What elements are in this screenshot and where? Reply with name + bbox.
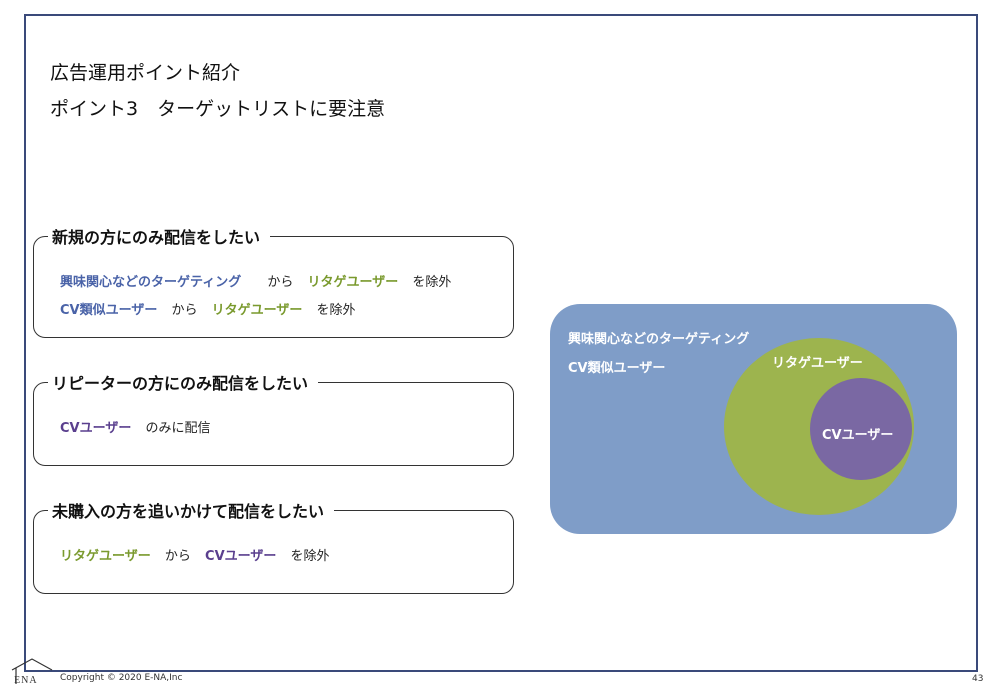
segment-cv: CVユーザー [205, 549, 277, 564]
case-box-new-customers: 新規の方にのみ配信をしたい 興味関心などのターゲティング から リタゲユーザー … [33, 224, 514, 338]
logo-text: ENA [14, 675, 38, 686]
action-text: を除外 [290, 549, 330, 564]
segment-retarget: リタゲユーザー [211, 303, 303, 318]
page-number: 43 [972, 674, 984, 684]
case-box-repeaters: リピーターの方にのみ配信をしたい CVユーザー のみに配信 [33, 370, 514, 466]
case-heading: リピーターの方にのみ配信をしたい [48, 370, 319, 394]
connector-text: から [171, 303, 198, 318]
copyright-text: Copyright © 2020 E-NA,Inc [60, 673, 183, 683]
venn-retarget-label: リタゲユーザー [772, 356, 863, 371]
action-text: のみに配信 [145, 421, 211, 436]
case-box-non-purchasers: 未購入の方を追いかけて配信をしたい リタゲユーザー から CVユーザー を除外 [33, 498, 514, 594]
segment-targeting: 興味関心などのターゲティング [60, 275, 242, 290]
company-logo: ENA [10, 656, 54, 686]
case-line: 興味関心などのターゲティング から リタゲユーザー を除外 [60, 271, 461, 290]
case-line: CV類似ユーザー から リタゲユーザー を除外 [60, 299, 366, 318]
connector-text: から [267, 275, 294, 290]
segment-lookalike: CV類似ユーザー [60, 303, 158, 318]
case-line: リタゲユーザー から CVユーザー を除外 [60, 545, 340, 564]
slide-frame [24, 14, 978, 672]
segment-retarget: リタゲユーザー [307, 275, 399, 290]
case-heading: 未購入の方を追いかけて配信をしたい [48, 498, 335, 522]
slide-subtitle: ポイント3 ターゲットリストに要注意 [50, 98, 386, 120]
action-text: を除外 [412, 275, 452, 290]
case-line: CVユーザー のみに配信 [60, 417, 221, 436]
connector-text: から [164, 549, 191, 564]
action-text: を除外 [316, 303, 356, 318]
venn-cv-label: CVユーザー [822, 428, 894, 443]
venn-outer-label-targeting: 興味関心などのターゲティング [568, 332, 750, 347]
segment-cv: CVユーザー [60, 421, 132, 436]
venn-cv-circle [810, 378, 912, 480]
segment-retarget: リタゲユーザー [60, 549, 151, 564]
case-heading: 新規の方にのみ配信をしたい [48, 224, 271, 248]
slide-title: 広告運用ポイント紹介 [50, 62, 241, 84]
venn-outer-label-lookalike: CV類似ユーザー [568, 361, 666, 376]
